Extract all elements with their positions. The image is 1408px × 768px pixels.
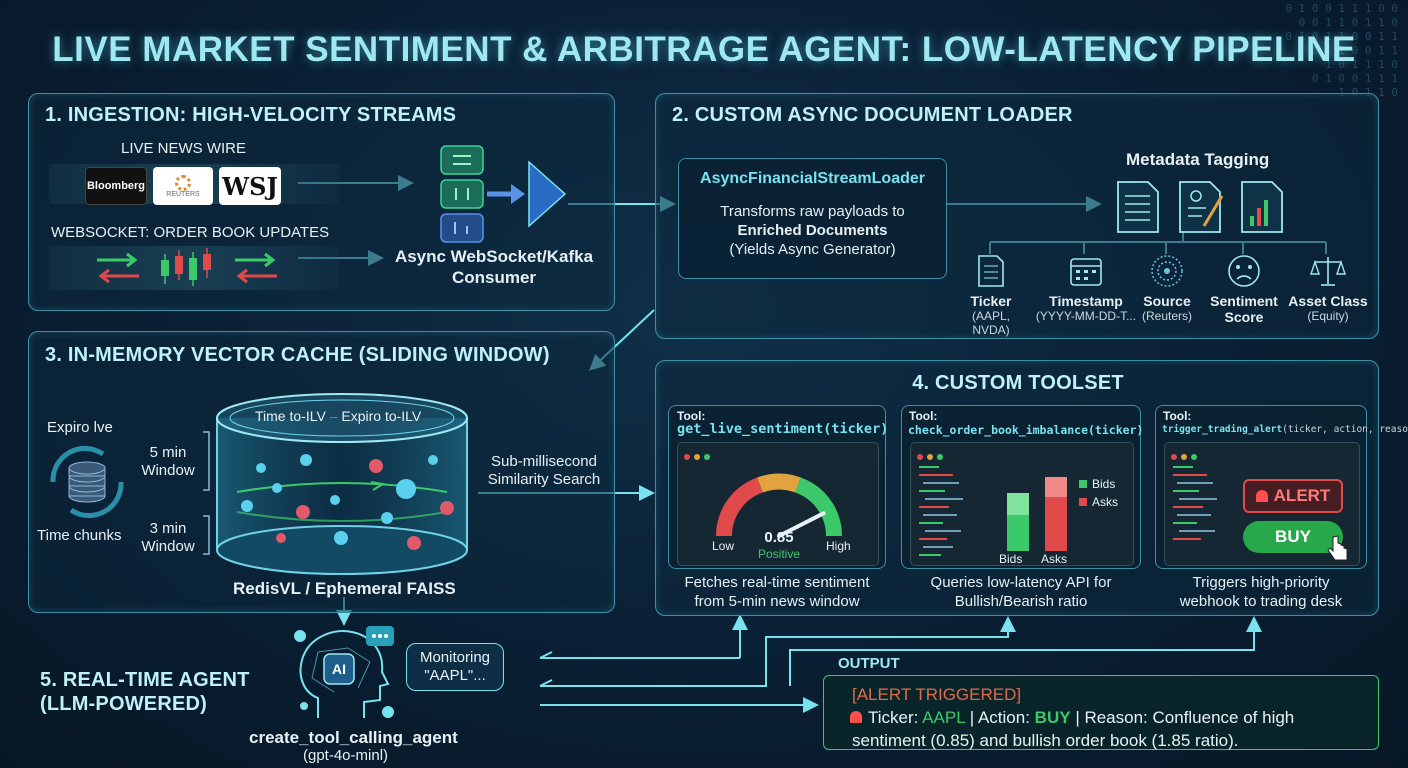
asks-axis-label: Asks	[1041, 552, 1068, 566]
order-book-candles-icon	[97, 248, 277, 286]
loader-box: AsyncFinancialStreamLoader Transforms ra…	[678, 158, 947, 279]
tool-desc-order-book: Queries low-latency API for Bullish/Bear…	[930, 574, 1112, 610]
agent-model-name: (gpt-4o-minl)	[303, 747, 389, 764]
gauge-value: 0.85	[764, 529, 794, 546]
metadata-tag-source: Source (Reuters)	[1136, 254, 1198, 323]
similarity-search-label: Sub-millisecond Similarity Search	[487, 453, 601, 488]
cache-name-label: RedisVL / Ephemeral FAISS	[233, 579, 456, 598]
gauge-status: Positive	[757, 547, 801, 561]
tool-desc-alert: Triggers high-priority webhook to tradin…	[1179, 574, 1343, 610]
consumer-label: Async WebSocket/Kafka Consumer	[394, 247, 594, 287]
tool-card-sentiment[interactable]: Tool: get_live_sentiment(ticker) Low Hig…	[668, 405, 889, 569]
output-line2: sentiment (0.85) and bullish order book …	[852, 731, 1239, 750]
time-chunks-label: Time chunks	[37, 527, 122, 544]
gauge-high-label: High	[826, 539, 851, 553]
siren-icon	[850, 711, 862, 723]
cylinder-top-labels: Time to-ILV – Expiro to-ILV	[255, 408, 422, 424]
tool-name-alert: trigger_trading_alert(ticker, action, re…	[1162, 424, 1408, 435]
bids-legend: Bids	[1079, 477, 1115, 491]
code-lines	[1173, 466, 1217, 540]
gauge-low-label: Low	[712, 539, 735, 553]
wsj-logo: WSJ	[219, 167, 281, 205]
expire-label: Expiro lve	[47, 419, 113, 436]
buy-button[interactable]: BUY	[1243, 521, 1343, 553]
metadata-tag-ticker: Ticker (AAPL, NVDA)	[956, 254, 1026, 337]
metadata-title: Metadata Tagging	[1126, 150, 1270, 169]
document-icon	[978, 255, 1004, 287]
gauge-needle	[777, 511, 826, 538]
ingestion-title: 1. INGESTION: HIGH-VELOCITY STREAMS	[45, 104, 457, 126]
cursor-hand-icon	[1327, 535, 1348, 561]
vector-cache-panel: 3. IN-MEMORY VECTOR CACHE (SLIDING WINDO…	[28, 331, 615, 613]
database-cycle-icon	[50, 445, 124, 519]
siren-icon	[1255, 490, 1268, 502]
window-3min-label: 3 min Window	[141, 520, 195, 555]
loader-class-name: AsyncFinancialStreamLoader	[700, 170, 925, 187]
sad-face-icon	[1228, 255, 1260, 287]
page-title: LIVE MARKET SENTIMENT & ARBITRAGE AGENT:…	[52, 30, 1356, 69]
order-book-screen: Bids Asks Bids Asks	[910, 442, 1134, 566]
kafka-consumer-icon	[440, 145, 567, 243]
bids-asks-chart	[1007, 477, 1067, 551]
tool-desc-sentiment: Fetches real-time sentiment from 5-min n…	[684, 574, 870, 610]
top-divider: –	[329, 408, 342, 424]
window-dots	[911, 443, 1133, 469]
window-brackets	[203, 431, 210, 555]
output-line1: Ticker: AAPL | Action: BUY | Reason: Con…	[850, 706, 1378, 729]
toolset-panel: 4. CUSTOM TOOLSET Tool: get_live_sentime…	[655, 360, 1408, 616]
window-dots	[678, 443, 878, 469]
agent-title: 5. REAL-TIME AGENT (LLM-POWERED)	[40, 669, 250, 715]
output-header: [ALERT TRIGGERED]	[852, 685, 1022, 704]
globe-icon	[1151, 255, 1183, 287]
document-loader-title: 2. CUSTOM ASYNC DOCUMENT LOADER	[672, 104, 1073, 126]
window-5min-label: 5 min Window	[141, 444, 195, 479]
metadata-documents-icon	[1117, 181, 1283, 233]
news-wire-label: LIVE NEWS WIRE	[121, 140, 247, 157]
reuters-logo: REUTERS	[153, 167, 213, 205]
tool-card-alert[interactable]: Tool: trigger_trading_alert(ticker, acti…	[1155, 405, 1408, 569]
vector-cache-cylinder	[216, 393, 468, 575]
scales-icon	[1310, 257, 1346, 286]
window-dots	[1165, 443, 1359, 469]
output-console: [ALERT TRIGGERED] Ticker: AAPL | Action:…	[823, 675, 1379, 750]
ai-brain-head-icon: AI	[294, 626, 394, 718]
metadata-tag-timestamp: Timestamp (YYYY-MM-DD-T...	[1031, 254, 1141, 323]
calendar-icon	[1070, 258, 1102, 286]
websocket-label: WEBSOCKET: ORDER BOOK UPDATES	[51, 224, 330, 241]
toolset-title: 4. CUSTOM TOOLSET	[912, 372, 1124, 394]
metadata-tag-asset-class: Asset Class (Equity)	[1286, 254, 1370, 323]
tool-card-order-book[interactable]: Tool: check_order_book_imbalance(ticker)…	[901, 405, 1144, 569]
agent-function-name: create_tool_calling_agent	[249, 728, 458, 747]
tool-name-sentiment: get_live_sentiment(ticker)	[677, 421, 889, 437]
ingestion-panel: 1. INGESTION: HIGH-VELOCITY STREAMS LIVE…	[28, 93, 615, 311]
output-label: OUTPUT	[838, 655, 900, 672]
vector-cache-title: 3. IN-MEMORY VECTOR CACHE (SLIDING WINDO…	[45, 344, 550, 366]
alert-badge[interactable]: ALERT	[1243, 479, 1343, 513]
sentiment-gauge	[715, 473, 843, 538]
reuters-dot-icon	[175, 174, 191, 191]
bloomberg-logo: Bloomberg	[85, 167, 147, 205]
document-loader-panel: 2. CUSTOM ASYNC DOCUMENT LOADER AsyncFin…	[655, 93, 1379, 339]
bids-axis-label: Bids	[999, 552, 1023, 566]
metadata-tag-sentiment: Sentiment Score	[1206, 254, 1282, 325]
sentiment-screen: Low High 0.85 Positive	[677, 442, 879, 566]
alert-screen: ALERT BUY	[1164, 442, 1360, 566]
ai-chip-label: AI	[332, 661, 346, 677]
code-lines	[919, 466, 963, 556]
tool-name-order-book: check_order_book_imbalance(ticker)	[908, 423, 1144, 437]
monitoring-bubble: Monitoring "AAPL"...	[406, 643, 504, 691]
asks-legend: Asks	[1079, 495, 1118, 509]
